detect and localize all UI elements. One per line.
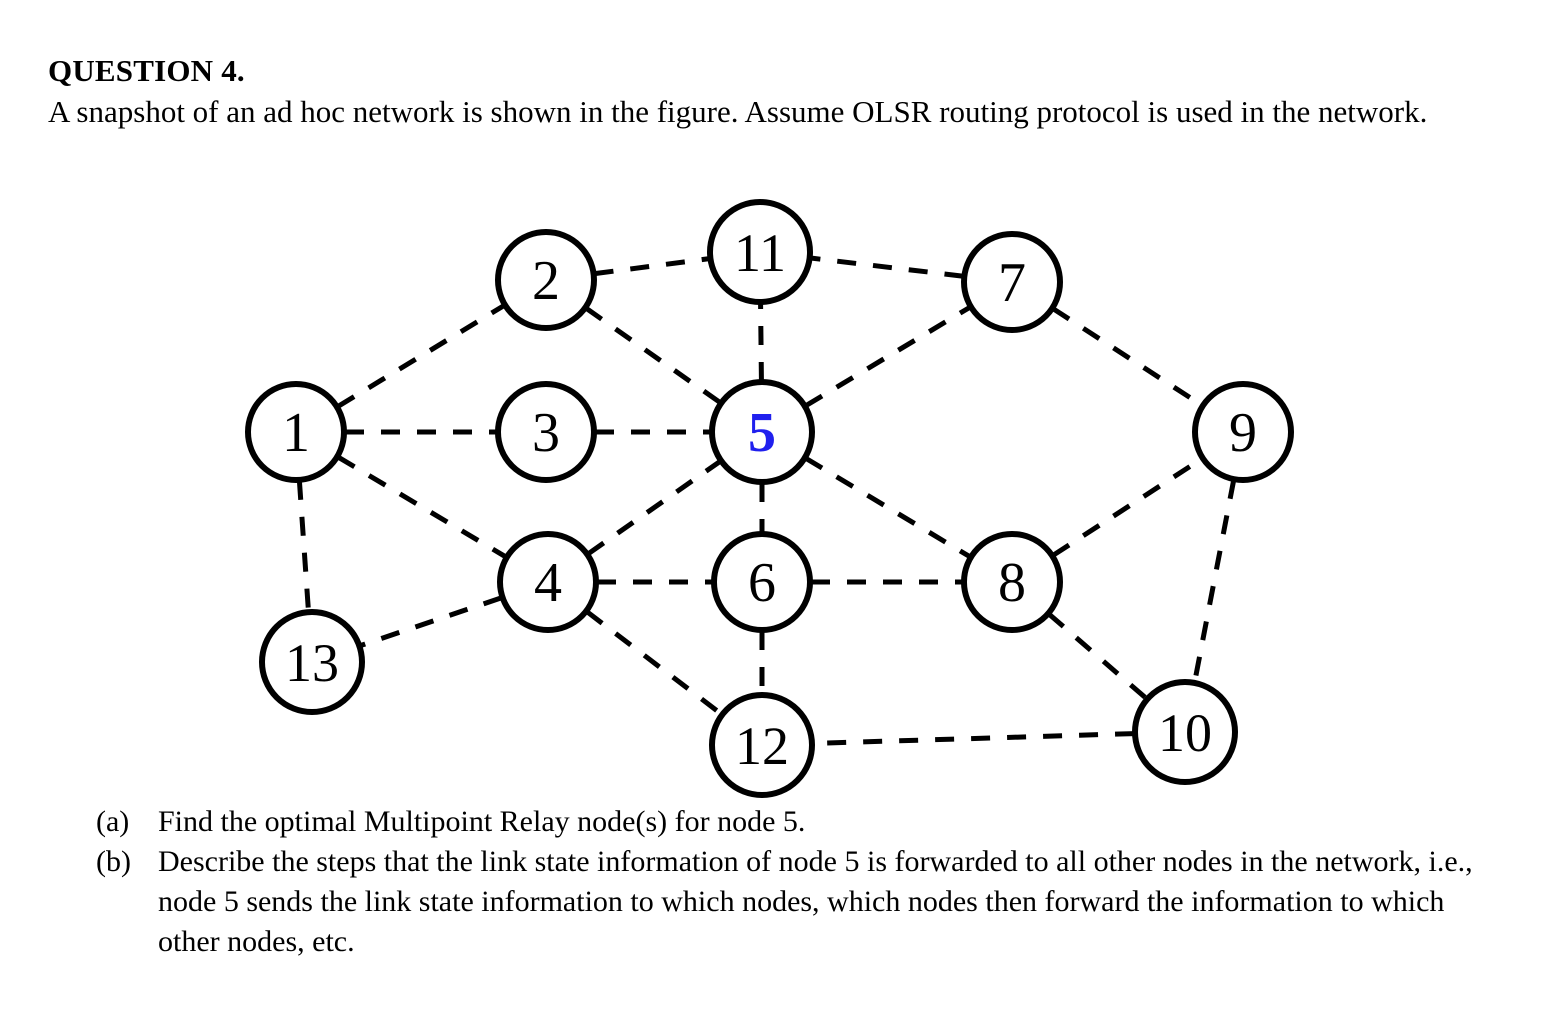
- node-circle-2: [495, 229, 597, 331]
- page-title: QUESTION 4.: [48, 53, 245, 88]
- graph-node-3[interactable]: 3: [495, 381, 597, 483]
- graph-node-13[interactable]: 13: [259, 609, 365, 715]
- graph-node-6[interactable]: 6: [711, 531, 813, 633]
- graph-node-2[interactable]: 2: [495, 229, 597, 331]
- graph-edge-1-4: [336, 454, 508, 560]
- node-circle-6: [711, 531, 813, 633]
- question-parts-list: (a) Find the optimal Multipoint Relay no…: [96, 802, 1486, 962]
- node-circle-1: [245, 381, 347, 483]
- graph-edge-1-13: [296, 480, 311, 612]
- node-label-4: 4: [534, 552, 562, 614]
- question-header: QUESTION 4. A snapshot of an ad hoc netw…: [48, 52, 1468, 132]
- node-circle-13: [259, 609, 365, 715]
- graph-edge-2-5: [584, 306, 722, 405]
- node-label-7: 7: [998, 252, 1026, 314]
- graph-node-11[interactable]: 11: [707, 199, 813, 305]
- node-label-1: 1: [282, 402, 310, 464]
- graph-node-5[interactable]: 5: [709, 379, 815, 485]
- graph-node-4[interactable]: 4: [497, 531, 599, 633]
- node-circle-10: [1132, 679, 1238, 785]
- node-circle-7: [961, 231, 1063, 333]
- graph-node-7[interactable]: 7: [961, 231, 1063, 333]
- node-label-13: 13: [285, 633, 339, 693]
- graph-edge-5-8: [804, 456, 972, 559]
- node-circle-12: [709, 692, 815, 798]
- graph-edge-10-12: [812, 731, 1135, 746]
- question-part-label: (a): [96, 805, 130, 838]
- node-label-9: 9: [1229, 402, 1257, 464]
- node-circle-9: [1192, 381, 1294, 483]
- graph-node-9[interactable]: 9: [1192, 381, 1294, 483]
- list-item: (b) Describe the steps that the link sta…: [96, 842, 1486, 962]
- node-label-8: 8: [998, 552, 1026, 614]
- graph-node-1[interactable]: 1: [245, 381, 347, 483]
- graph-node-10[interactable]: 10: [1132, 679, 1238, 785]
- graph-edge-5-7: [804, 305, 972, 408]
- graph-node-8[interactable]: 8: [961, 531, 1063, 633]
- node-circle-4: [497, 531, 599, 633]
- graph-edge-8-9: [1051, 456, 1204, 558]
- graph-edge-5-11: [758, 302, 764, 382]
- question-part-label: (b): [96, 844, 131, 878]
- node-circle-11: [707, 199, 813, 305]
- graph-edge-9-10: [1192, 479, 1237, 683]
- node-label-2: 2: [532, 250, 560, 312]
- list-item: (a) Find the optimal Multipoint Relay no…: [96, 802, 1486, 842]
- graph-edge-4-5: [586, 459, 722, 556]
- question-part-text: Find the optimal Multipoint Relay node(s…: [158, 805, 806, 838]
- node-circle-3: [495, 381, 597, 483]
- graph-edge-7-11: [810, 255, 964, 279]
- node-circle-5: [709, 379, 815, 485]
- node-label-3: 3: [532, 402, 560, 464]
- question-intro-text: A snapshot of an ad hoc network is shown…: [48, 93, 1428, 129]
- question-part-text: Describe the steps that the link state i…: [158, 844, 1473, 958]
- node-label-11: 11: [734, 223, 786, 283]
- graph-edge-2-11: [594, 256, 710, 277]
- node-circle-8: [961, 531, 1063, 633]
- graph-edge-1-2: [336, 303, 506, 409]
- graph-edge-8-10: [1047, 612, 1149, 701]
- graph-edge-layer: [296, 255, 1237, 746]
- graph-edge-4-13: [359, 595, 503, 648]
- graph-edge-4-12: [585, 609, 723, 717]
- node-label-10: 10: [1158, 703, 1212, 763]
- graph-edge-7-9: [1051, 306, 1204, 408]
- node-label-12: 12: [735, 716, 789, 776]
- graph-node-12[interactable]: 12: [709, 692, 815, 798]
- node-label-5: 5: [748, 402, 776, 464]
- node-label-6: 6: [748, 552, 776, 614]
